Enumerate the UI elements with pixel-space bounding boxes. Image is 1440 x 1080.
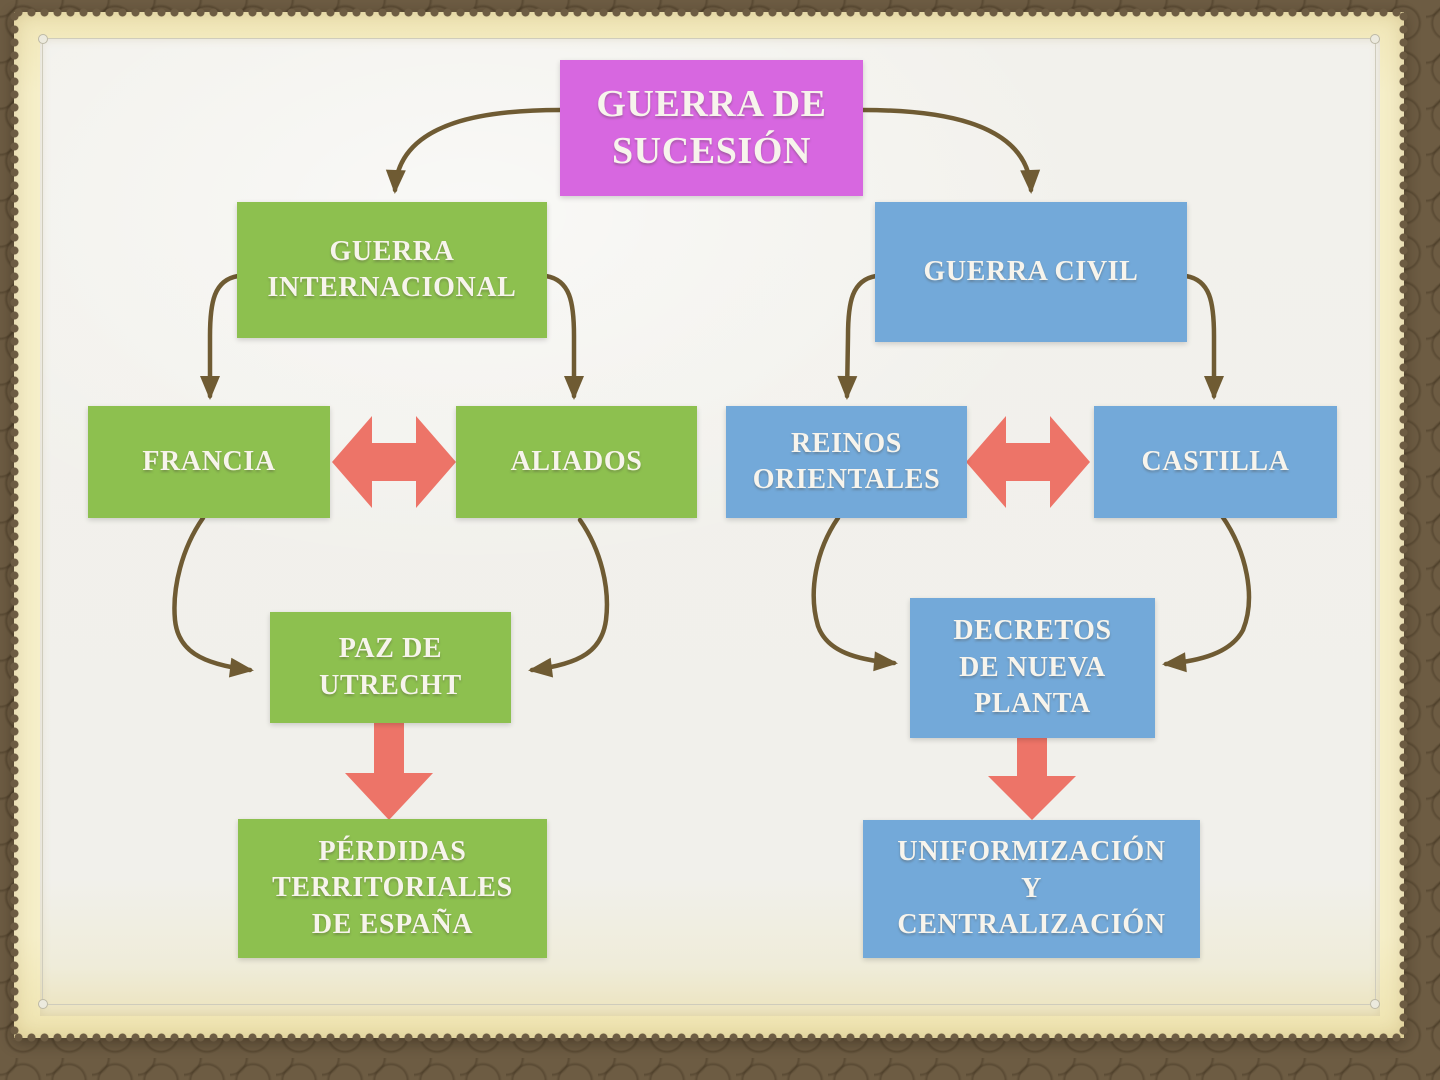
red-double-arrow-francia-aliados <box>332 416 456 508</box>
node-guerra-civil: GUERRA CIVIL <box>875 202 1187 342</box>
node-label-line: DE ESPAÑA <box>311 908 474 940</box>
node-perdidas-territoriales: PÉRDIDAS TERRITORIALES DE ESPAÑA <box>238 819 547 958</box>
arrow-gi-to-aliados <box>543 273 584 400</box>
node-aliados: ALIADOS <box>456 406 697 518</box>
node-label-line: DECRETOS <box>953 615 1112 647</box>
arrow-gc-to-castilla <box>1183 273 1224 400</box>
node-label-line: SUCESIÓN <box>611 130 812 172</box>
arrow-francia-to-paz <box>172 515 254 678</box>
node-guerra-internacional: GUERRA INTERNACIONAL <box>237 202 547 338</box>
node-label-line: INTERNACIONAL <box>267 272 517 303</box>
node-reinos-orientales: REINOS ORIENTALES <box>726 406 967 518</box>
node-label-line: UTRECHT <box>319 669 462 701</box>
node-castilla: CASTILLA <box>1094 406 1337 518</box>
node-label-line: GUERRA DE <box>596 82 827 125</box>
node-uniformizacion-centralizacion: UNIFORMIZACIÓN Y CENTRALIZACIÓN <box>863 820 1200 958</box>
node-label-line: Y <box>1021 872 1042 904</box>
arrow-aliados-to-paz <box>528 517 610 678</box>
arrow-title-to-guerra-internacional <box>385 107 563 194</box>
arrow-title-to-guerra-civil <box>860 107 1041 194</box>
node-label-line: FRANCIA <box>142 445 276 477</box>
node-label-line: CASTILLA <box>1141 445 1290 477</box>
node-label-line: DE NUEVA <box>959 651 1106 683</box>
node-label-line: ORIENTALES <box>752 464 941 495</box>
arrow-gi-to-francia <box>200 273 241 400</box>
arrow-gc-to-reinos <box>837 273 879 400</box>
node-label-line: GUERRA CIVIL <box>923 255 1139 287</box>
node-guerra-de-sucesion: GUERRA DE SUCESIÓN <box>560 60 863 196</box>
node-label-line: PÉRDIDAS <box>318 835 467 867</box>
red-block-arrow-paz-to-perdidas <box>345 723 433 820</box>
node-label-line: ALIADOS <box>510 445 643 477</box>
node-label-line: REINOS <box>791 427 902 459</box>
node-label-line: GUERRA <box>329 235 455 267</box>
red-block-arrow-decretos-to-uniformizacion <box>988 738 1076 820</box>
node-francia: FRANCIA <box>88 406 330 518</box>
arrow-castilla-to-decretos <box>1162 513 1252 673</box>
node-label-line: PLANTA <box>974 688 1091 720</box>
node-label-line: TERRITORIALES <box>272 872 513 904</box>
node-paz-de-utrecht: PAZ DE UTRECHT <box>270 612 511 723</box>
node-decretos-de-nueva-planta: DECRETOS DE NUEVA PLANTA <box>910 598 1155 738</box>
node-label-line: CENTRALIZACIÓN <box>897 909 1166 941</box>
node-label-line: UNIFORMIZACIÓN <box>897 836 1166 868</box>
arrow-reinos-to-decretos <box>811 515 898 672</box>
red-double-arrow-reinos-castilla <box>966 416 1090 508</box>
node-label-line: PAZ DE <box>338 633 443 665</box>
